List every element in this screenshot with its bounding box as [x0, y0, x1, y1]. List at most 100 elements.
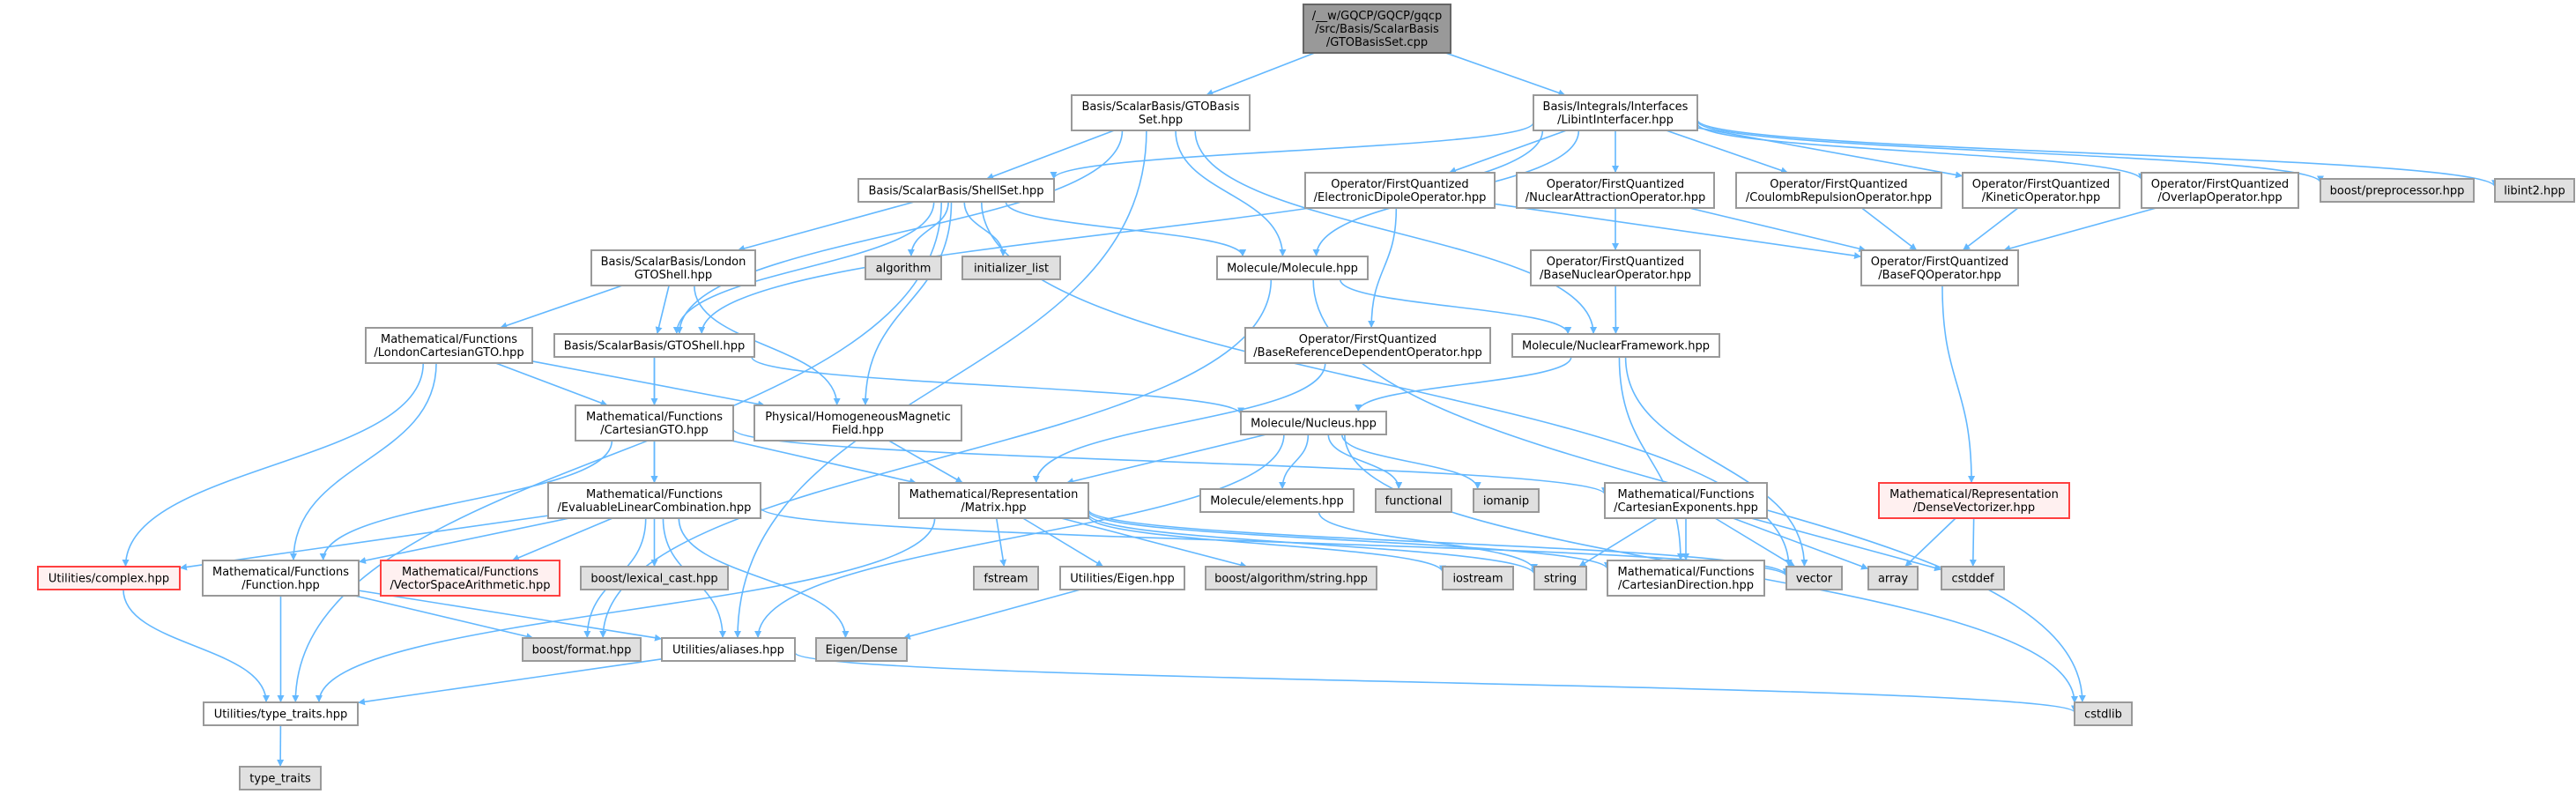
- edge-matrix-to-iostream: [1088, 515, 1446, 573]
- node-basis-scalarbasis-shellset-hpp[interactable]: Basis/ScalarBasis/ShellSet.hpp: [857, 178, 1055, 203]
- edge-matrix-to-string: [1088, 513, 1538, 575]
- node-utilities-eigen-hpp[interactable]: Utilities/Eigen.hpp: [1059, 566, 1185, 590]
- edge-libint-to-kin: [1696, 127, 1964, 179]
- node-mathematical-functions-function-hpp[interactable]: Mathematical/Functions/Function.hpp: [202, 560, 360, 597]
- node-label: /Function.hpp: [241, 579, 320, 592]
- node-type-traits[interactable]: type_traits: [239, 766, 322, 790]
- node-cstdlib[interactable]: cstdlib: [2074, 701, 2133, 726]
- node-mathematical-functions-evaluablelinearcombination-hpp[interactable]: Mathematical/Functions/EvaluableLinearCo…: [547, 482, 761, 519]
- node-box: [1304, 172, 1496, 209]
- node-box: [898, 482, 1089, 519]
- edge-shellset-to-molecule: [1005, 201, 1247, 257]
- edge-matrix-to-eigenhpp: [1022, 517, 1104, 568]
- node-operator-firstquantized-kineticoperator-hpp[interactable]: Operator/FirstQuantized/KineticOperator.…: [1962, 172, 2120, 209]
- edge-root-to-gtobasisset: [1206, 52, 1316, 96]
- node-w-gqcp-gqcp-gqcp-src-basis-scalarbasis-gtobasisset-cpp[interactable]: /__w/GQCP/GQCP/gqcp/src/Basis/ScalarBasi…: [1303, 4, 1451, 54]
- node-box: [1059, 566, 1185, 590]
- node-initializer-list[interactable]: initializer_list: [961, 256, 1061, 280]
- node-libint2-hpp[interactable]: libint2.hpp: [2494, 178, 2575, 203]
- node-label: boost/preprocessor.hpp: [2330, 185, 2465, 198]
- node-operator-firstquantized-basereferencedependentoperator-hpp[interactable]: Operator/FirstQuantized/BaseReferenceDep…: [1244, 327, 1491, 364]
- node-box: [575, 404, 734, 442]
- node-algorithm[interactable]: algorithm: [865, 256, 942, 280]
- node-boost-lexical-cast-hpp[interactable]: boost/lexical_cast.hpp: [580, 566, 729, 590]
- node-box: [1216, 256, 1369, 280]
- node-mathematical-functions-londoncartesiangto-hpp[interactable]: Mathematical/Functions/LondonCartesianGT…: [365, 327, 533, 364]
- node-label: /EvaluableLinearCombination.hpp: [558, 501, 752, 515]
- node-operator-firstquantized-overlapoperator-hpp[interactable]: Operator/FirstQuantized/OverlapOperator.…: [2141, 172, 2299, 209]
- node-label: GTOShell.hpp: [635, 269, 712, 282]
- node-label: /src/Basis/ScalarBasis: [1315, 23, 1439, 36]
- node-label: Utilities/complex.hpp: [48, 573, 169, 586]
- node-operator-firstquantized-basefqoperator-hpp[interactable]: Operator/FirstQuantized/BaseFQOperator.h…: [1860, 249, 2019, 286]
- node-operator-firstquantized-nuclearattractionoperator-hpp[interactable]: Operator/FirstQuantized/NuclearAttractio…: [1516, 172, 1715, 209]
- edge-libint-to-cro: [1666, 130, 1789, 174]
- node-box: [203, 701, 359, 726]
- edge-cartexp-to-array: [1733, 517, 1869, 570]
- edge-aliases-to-cstdlib: [794, 651, 2078, 714]
- edge-libint-to-shellset: [1050, 122, 1534, 180]
- node-box: [973, 566, 1039, 590]
- node-eigen-dense[interactable]: Eigen/Dense: [815, 637, 908, 662]
- node-basis-scalarbasis-gtoshell-hpp[interactable]: Basis/ScalarBasis/GTOShell.hpp: [553, 333, 755, 358]
- node-label: vector: [1796, 573, 1833, 586]
- node-basis-scalarbasis-gtobasisset-hpp[interactable]: Basis/ScalarBasis/GTOBasisSet.hpp: [1071, 94, 1251, 131]
- node-box: [2494, 178, 2575, 203]
- node-mathematical-functions-cartesiandirection-hpp[interactable]: Mathematical/Functions/CartesianDirectio…: [1607, 560, 1765, 597]
- node-label: Operator/FirstQuantized: [1770, 178, 1907, 191]
- node-boost-algorithm-string-hpp[interactable]: boost/algorithm/string.hpp: [1205, 566, 1377, 590]
- node-molecule-elements-hpp[interactable]: Molecule/elements.hpp: [1199, 488, 1355, 513]
- node-molecule-molecule-hpp[interactable]: Molecule/Molecule.hpp: [1216, 256, 1369, 280]
- edge-londoncartgto-to-function: [289, 362, 437, 561]
- edge-libint-to-gtoshell: [698, 130, 1544, 335]
- node-operator-firstquantized-basenuclearoperator-hpp[interactable]: Operator/FirstQuantized/BaseNuclearOpera…: [1530, 249, 1701, 286]
- node-boost-format-hpp[interactable]: boost/format.hpp: [522, 637, 642, 662]
- node-utilities-aliases-hpp[interactable]: Utilities/aliases.hpp: [661, 637, 796, 662]
- edge-shellset-to-londongtoshell: [737, 201, 915, 252]
- node-label: iomanip: [1483, 495, 1529, 508]
- node-iomanip[interactable]: iomanip: [1473, 488, 1540, 513]
- node-box: [1941, 566, 2005, 590]
- node-label: /CartesianGTO.hpp: [600, 424, 709, 437]
- node-label: Set.hpp: [1139, 114, 1183, 127]
- node-mathematical-representation-matrix-hpp[interactable]: Mathematical/Representation/Matrix.hpp: [898, 482, 1089, 519]
- node-mathematical-functions-cartesianexponents-hpp[interactable]: Mathematical/Functions/CartesianExponent…: [1604, 482, 1768, 519]
- node-fstream[interactable]: fstream: [973, 566, 1039, 590]
- node-vector[interactable]: vector: [1785, 566, 1843, 590]
- node-box: [202, 560, 360, 597]
- node-basis-integrals-interfaces-libintinterfacer-hpp[interactable]: Basis/Integrals/Interfaces/LibintInterfa…: [1533, 94, 1698, 131]
- node-mathematical-representation-densevectorizer-hpp[interactable]: Mathematical/Representation/DenseVectori…: [1878, 482, 2070, 519]
- node-string[interactable]: string: [1533, 566, 1587, 590]
- node-label: array: [1878, 573, 1908, 586]
- edge-kin-to-basefq: [1962, 207, 2019, 251]
- node-operator-firstquantized-electronicdipoleoperator-hpp[interactable]: Operator/FirstQuantized/ElectronicDipole…: [1304, 172, 1496, 209]
- edge-libint-to-edo: [1448, 130, 1567, 174]
- node-mathematical-functions-vectorspacearithmetic-hpp[interactable]: Mathematical/Functions/VectorSpaceArithm…: [380, 560, 560, 597]
- edge-nucleus-to-functional: [1327, 434, 1403, 490]
- edge-matrix-to-boostalg: [1060, 517, 1248, 568]
- edge-matrix-to-fstream: [995, 517, 1007, 568]
- node-box: [1530, 249, 1701, 286]
- node-mathematical-functions-cartesiangto-hpp[interactable]: Mathematical/Functions/CartesianGTO.hpp: [575, 404, 734, 442]
- node-box: [857, 178, 1055, 203]
- node-utilities-type-traits-hpp[interactable]: Utilities/type_traits.hpp: [203, 701, 359, 726]
- node-array[interactable]: array: [1867, 566, 1919, 590]
- edge-shellset-to-gtoshell: [672, 201, 935, 335]
- node-functional[interactable]: functional: [1375, 488, 1452, 513]
- node-label: /BaseNuclearOperator.hpp: [1540, 269, 1691, 282]
- node-molecule-nuclearframework-hpp[interactable]: Molecule/NuclearFramework.hpp: [1511, 333, 1720, 358]
- node-label: Eigen/Dense: [826, 644, 898, 657]
- node-molecule-nucleus-hpp[interactable]: Molecule/Nucleus.hpp: [1240, 411, 1387, 435]
- node-utilities-complex-hpp[interactable]: Utilities/complex.hpp: [37, 566, 181, 590]
- edges-layer: [122, 52, 2498, 768]
- edge-elc-to-vsa: [511, 517, 613, 561]
- node-label: /VectorSpaceArithmetic.hpp: [390, 579, 551, 592]
- node-cstddef[interactable]: cstddef: [1941, 566, 2005, 590]
- node-boost-preprocessor-hpp[interactable]: boost/preprocessor.hpp: [2320, 178, 2475, 203]
- node-operator-firstquantized-coulombrepulsionoperator-hpp[interactable]: Operator/FirstQuantized/CoulombRepulsion…: [1735, 172, 1942, 209]
- node-iostream[interactable]: iostream: [1442, 566, 1514, 590]
- edge-gtobasisset-to-molecule: [1175, 130, 1287, 257]
